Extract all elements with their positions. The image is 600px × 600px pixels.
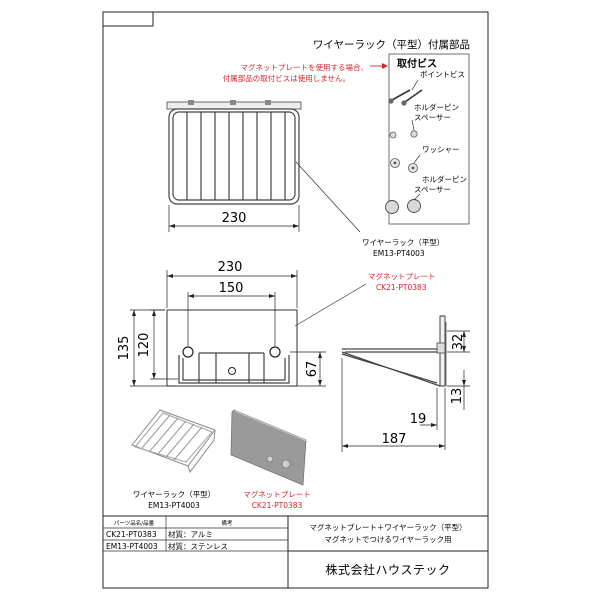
product-desc-line-1: マグネットプレート＋ワイヤーラック（平型） — [309, 522, 466, 532]
product-desc-line-2: マグネットでつけるワイヤーラック用 — [324, 534, 451, 544]
rack-label-leader — [295, 161, 361, 233]
dim-side-depth-value: 187 — [382, 432, 407, 447]
dim-pitch-value: 150 — [219, 281, 244, 296]
dim-side-depth — [341, 358, 445, 452]
front-view — [166, 309, 298, 387]
parts-table-header-note: 備考 — [221, 519, 233, 527]
photo-plate-name: マグネットプレート — [243, 489, 311, 499]
parts-table-row-2-code: EM13-PT4003 — [106, 542, 158, 551]
plate-label-leader — [294, 283, 367, 327]
parts-item-washer: ワッシャー — [422, 145, 460, 154]
header-title: ワイヤーラック（平型）付属部品 — [313, 38, 470, 51]
photo-plate-code: CK21-PT0383 — [252, 501, 303, 510]
company-name: 株式会社ハウステック — [325, 562, 450, 577]
plate-label-name: マグネットプレート — [368, 271, 436, 281]
holder-pin-icon — [389, 130, 418, 139]
wire-rack-perspective — [131, 409, 216, 474]
dim-height-plate-value: 120 — [137, 333, 152, 358]
title-block — [103, 515, 488, 588]
dim-height-rack-value: 67 — [305, 361, 320, 378]
parts-item-spacer-2: スペーサー — [414, 185, 451, 194]
dim-front-width — [166, 270, 298, 308]
note-line-1: マグネットプレートを使用する場合、 — [241, 62, 369, 72]
parts-table-header-name: パーツ品名/品番 — [114, 519, 155, 527]
wire-rack-top-view — [166, 100, 302, 205]
parts-table-row-2-note: 材質：ステンレス — [168, 541, 228, 551]
rack-label-code: EM13-PT4003 — [373, 249, 425, 258]
note-line-2: 付属部品の取付ビスは使用しません。 — [223, 73, 350, 83]
leader — [411, 119, 415, 131]
note-arrow-icon — [382, 63, 388, 69]
leader — [413, 154, 421, 164]
dim-front-width-value: 230 — [218, 260, 243, 275]
dim-side-depth-inner-value: 19 — [410, 412, 427, 427]
dim-height-plate — [150, 309, 178, 380]
sheet-border — [102, 11, 489, 589]
washer-icon — [390, 158, 418, 173]
dim-height-rack — [290, 351, 326, 387]
rack-label-name: ワイヤーラック（平型） — [362, 238, 444, 247]
dim-height-total-value: 135 — [117, 336, 132, 361]
parts-box — [388, 53, 470, 225]
parts-table-row-1-note: 材質：アルミ — [168, 529, 213, 539]
dim-top-width-value: 230 — [222, 211, 247, 226]
dim-side-bottom — [447, 370, 470, 410]
side-view — [341, 315, 447, 387]
parts-item-spacer-1: スペーサー — [414, 113, 451, 122]
photo-rack-name: ワイヤーラック（平型） — [133, 490, 215, 499]
dim-side-top — [447, 330, 470, 353]
parts-box-title: 取付ビス — [397, 57, 437, 70]
leader — [411, 79, 419, 91]
leader — [413, 193, 421, 201]
parts-item-holder-pin-2: ホルダーピン — [422, 174, 467, 184]
parts-item-holder-pin-1: ホルダーピン — [414, 102, 459, 112]
screw-icon — [388, 89, 423, 106]
photo-rack-code: EM13-PT4003 — [148, 501, 200, 510]
parts-item-point-screw: ポイントビス — [420, 70, 465, 79]
parts-table-row-1-code: CK21-PT0383 — [106, 530, 157, 539]
dim-side-depth-inner — [420, 388, 446, 450]
dim-pitch — [187, 292, 276, 346]
dim-side-top-value: 32 — [451, 334, 466, 351]
dim-side-bottom-value: 13 — [450, 388, 465, 405]
dim-top-width — [168, 205, 300, 232]
magnet-plate-perspective — [230, 409, 308, 486]
title-tab — [102, 11, 154, 27]
plate-label-code: CK21-PT0383 — [376, 283, 427, 292]
spacer-icon — [385, 199, 421, 214]
